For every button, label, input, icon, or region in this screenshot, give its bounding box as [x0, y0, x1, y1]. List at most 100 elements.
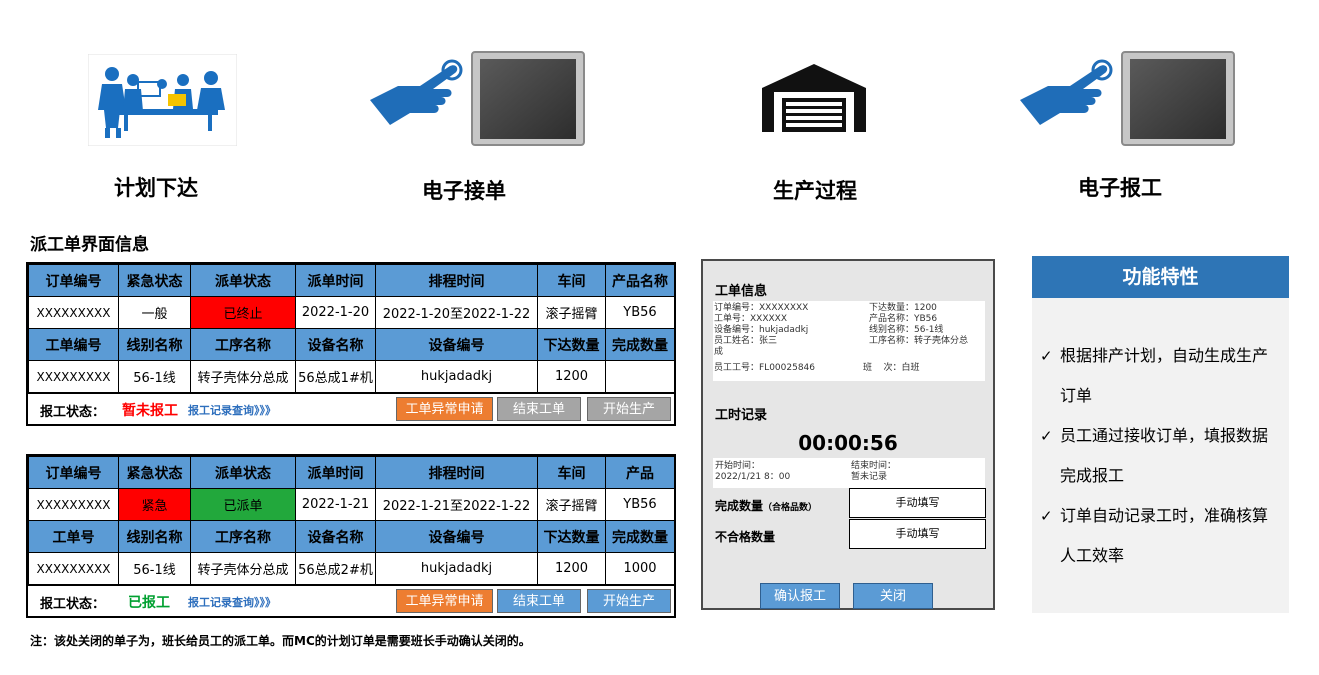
table-header-row: 订单编号 紧急状态 派单状态 派单时间 排程时间 车间 产品名称 [28, 264, 675, 297]
flow-step-label: 生产过程 [773, 179, 857, 203]
table-header-cell: 车间 [537, 264, 606, 297]
table-header-cell: 订单编号 [28, 264, 119, 297]
table-cell: XXXXXXXXX [28, 488, 119, 521]
time-record-title: 工时记录 [715, 408, 768, 423]
time-record-box: 开始时间： 2022/1/21 8：00 结束时间： 暂未记录 [713, 458, 985, 488]
footnote: 注：该处关闭的单子为，班长给员工的派工单。而MC的计划订单是需要班长手动确认关闭… [30, 634, 531, 648]
done-qty-label-text: 完成数量 [715, 499, 764, 513]
table-header-cell: 工序名称 [190, 328, 296, 361]
table-header-cell: 派单状态 [190, 456, 296, 489]
table-cell: 2022-1-21至2022-1-22 [375, 488, 538, 521]
bad-qty-input[interactable]: 手动填写 [849, 519, 986, 549]
feature-text-line: 完成报工 [1060, 466, 1125, 485]
info-process-name: 工序名称：转子壳体分总 [869, 336, 969, 346]
table-header-cell: 产品 [605, 456, 675, 489]
start-production-button[interactable]: 开始生产 [587, 589, 671, 613]
bad-qty-label: 不合格数量 [715, 530, 776, 544]
feature-text-line: 员工通过接收订单，填报数据 [1060, 426, 1269, 445]
work-timer: 00:00:56 [798, 431, 898, 455]
table-cell: YB56 [605, 296, 675, 329]
check-icon: ✓ [1040, 347, 1053, 365]
table-cell: hukjadadkj [375, 552, 538, 585]
table-header-cell: 下达数量 [537, 520, 606, 553]
flow-step-label: 电子报工 [1078, 176, 1162, 200]
table-header-cell: 设备编号 [375, 328, 538, 361]
done-qty-input[interactable]: 手动填写 [849, 488, 986, 518]
work-order-info-box: 订单编号：XXXXXXXX 工单号：XXXXXX 设备编号：hukjadadkj… [713, 301, 985, 381]
table-header-cell: 工单编号 [28, 328, 119, 361]
done-qty-note: （合格品数） [763, 503, 818, 513]
start-time-value: 2022/1/21 8：00 [715, 472, 791, 482]
status-cell-terminated: 已终止 [190, 296, 296, 329]
table-header-cell: 排程时间 [375, 456, 538, 489]
report-status-value: 已报工 [128, 595, 170, 611]
info-work-no: 工单号：XXXXXX [714, 314, 787, 324]
check-icon: ✓ [1040, 427, 1053, 445]
start-time-label: 开始时间： [715, 461, 761, 471]
info-issued-qty: 下达数量：1200 [869, 303, 937, 313]
table-cell: 56-1线 [118, 360, 191, 393]
table-cell: 滚子摇臂 [537, 488, 606, 521]
table-cell: XXXXXXXXX [28, 552, 119, 585]
report-status-label: 报工状态： [40, 597, 106, 612]
dispatch-order-card: 订单编号 紧急状态 派单状态 派单时间 排程时间 车间 产品 XXXXXXXXX… [26, 454, 676, 618]
table-cell: hukjadadkj [375, 360, 538, 393]
table-header-cell: 设备名称 [295, 520, 376, 553]
table-header-row: 订单编号 紧急状态 派单状态 派单时间 排程时间 车间 产品 [28, 456, 675, 489]
done-qty-label: 完成数量（合格品数） [715, 497, 817, 514]
section-title: 派工单界面信息 [30, 235, 149, 255]
report-record-query-link[interactable]: 报工记录查询》》》 [188, 596, 276, 609]
table-cell: 一般 [118, 296, 191, 329]
work-order-exception-button[interactable]: 工单异常申请 [396, 397, 493, 421]
touch-screen-icon [368, 50, 586, 147]
info-shift: 班 次：白班 [863, 363, 920, 373]
table-cell: 1200 [537, 552, 606, 585]
dispatch-order-card: 订单编号 紧急状态 派单状态 派单时间 排程时间 车间 产品名称 XXXXXXX… [26, 262, 676, 426]
table-header-cell: 派单状态 [190, 264, 296, 297]
table-header-cell: 紧急状态 [118, 264, 191, 297]
start-production-button[interactable]: 开始生产 [587, 397, 671, 421]
info-line-name: 线别名称：56-1线 [869, 325, 944, 335]
work-order-info-title: 工单信息 [715, 284, 768, 299]
table-cell: 56总成2#机 [295, 552, 376, 585]
info-employee-id: 员工工号：FL00025846 [714, 363, 815, 373]
table-cell: 56-1线 [118, 552, 191, 585]
report-status-row: 报工状态： 已报工 报工记录查询》》》 工单异常申请 结束工单 开始生产 [28, 585, 674, 616]
feature-item: ✓ 根据排产计划，自动生成生产 订单 [1040, 336, 1285, 416]
table-cell[interactable] [605, 360, 675, 393]
report-record-query-link[interactable]: 报工记录查询》》》 [188, 404, 276, 417]
close-button[interactable]: 关闭 [853, 583, 933, 609]
table-header-row: 工单编号 线别名称 工序名称 设备名称 设备编号 下达数量 完成数量 [28, 328, 675, 361]
work-report-panel: 工单信息 订单编号：XXXXXXXX 工单号：XXXXXX 设备编号：hukja… [701, 259, 995, 610]
table-cell: 1200 [537, 360, 606, 393]
info-order-no: 订单编号：XXXXXXXX [714, 303, 809, 313]
table-header-cell: 派单时间 [295, 456, 376, 489]
finish-work-order-button[interactable]: 结束工单 [497, 397, 581, 421]
table-header-cell: 下达数量 [537, 328, 606, 361]
table-header-cell: 完成数量 [605, 520, 675, 553]
confirm-report-button[interactable]: 确认报工 [760, 583, 840, 609]
finish-work-order-button[interactable]: 结束工单 [497, 589, 581, 613]
table-header-cell: 订单编号 [28, 456, 119, 489]
meeting-team-icon [87, 53, 238, 147]
report-status-row: 报工状态： 暂未报工 报工记录查询》》》 工单异常申请 结束工单 开始生产 [28, 393, 674, 424]
feature-text-line: 人工效率 [1060, 546, 1125, 565]
table-header-cell: 工单号 [28, 520, 119, 553]
feature-text-line: 订单 [1060, 386, 1093, 405]
check-icon: ✓ [1040, 507, 1053, 525]
work-order-exception-button[interactable]: 工单异常申请 [396, 589, 493, 613]
table-header-cell: 排程时间 [375, 264, 538, 297]
feature-item: ✓ 员工通过接收订单，填报数据 完成报工 [1040, 416, 1285, 496]
table-row: XXXXXXXXX 56-1线 转子壳体分总成 56总成1#机 hukjadad… [28, 360, 675, 393]
table-header-row: 工单号 线别名称 工序名称 设备名称 设备编号 下达数量 完成数量 [28, 520, 675, 553]
table-cell: XXXXXXXXX [28, 360, 119, 393]
table-header-cell: 线别名称 [118, 328, 191, 361]
table-row: XXXXXXXXX 一般 已终止 2022-1-20 2022-1-20至202… [28, 296, 675, 329]
urgency-cell-urgent: 紧急 [118, 488, 191, 521]
table-cell: 转子壳体分总成 [190, 360, 296, 393]
table-cell: XXXXXXXXX [28, 296, 119, 329]
table-header-cell: 完成数量 [605, 328, 675, 361]
table-cell: 2022-1-21 [295, 488, 376, 521]
info-device-no: 设备编号：hukjadadkj [714, 325, 809, 335]
table-cell: 2022-1-20 [295, 296, 376, 329]
